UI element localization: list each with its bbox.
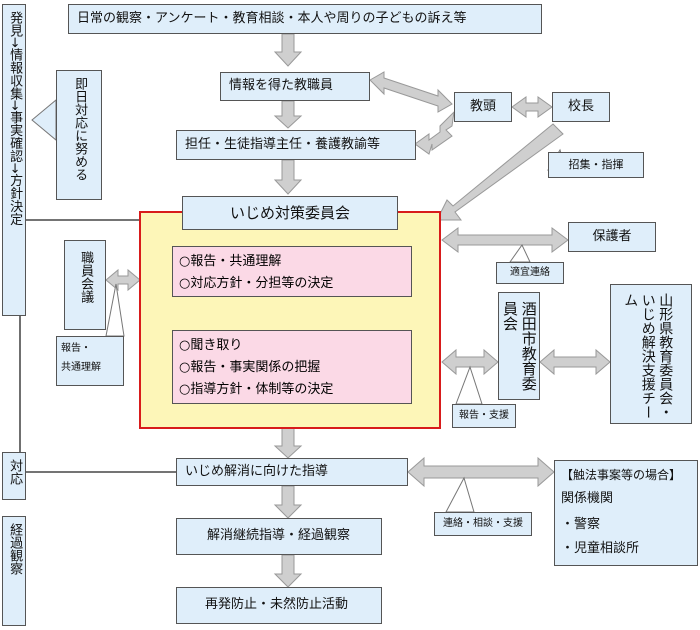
pointer-sakata-note xyxy=(455,365,483,405)
arrow-sakata-yamagata xyxy=(539,348,611,376)
down-arrow-1 xyxy=(273,33,303,67)
staff-meeting: 職員会議 xyxy=(64,240,106,330)
down-arrow-5 xyxy=(273,427,303,459)
arrow-principal-committee xyxy=(436,123,564,221)
agency-child-guidance: ・児童相談所 xyxy=(561,541,640,556)
phase-response: 対応 xyxy=(2,452,26,500)
sakata-board: 酒田市教育委員会 xyxy=(498,292,540,400)
committee-item: ○報告・事実関係の把握 xyxy=(179,360,321,375)
pointer-callout xyxy=(31,98,57,142)
step-informed-staff: 情報を得た教職員 xyxy=(220,72,370,101)
arrow-homeroom-vice xyxy=(414,110,455,155)
guardian-note: 適宜連絡 xyxy=(496,262,564,284)
pointer-staff-note xyxy=(105,283,125,337)
committee-item: ○指導方針・体制等の決定 xyxy=(179,382,334,397)
committee-item: ○聞き取り xyxy=(179,338,243,353)
vice-principal: 教頭 xyxy=(454,92,512,122)
step-prevention: 再発防止・未然防止活動 xyxy=(176,587,382,624)
same-day-callout: 即日対応に努める xyxy=(56,70,102,200)
step-homeroom: 担任・生徒指導主任・養護教諭等 xyxy=(176,130,416,160)
down-arrow-6 xyxy=(273,485,303,519)
committee-item: ○対応方針・分担等の決定 xyxy=(179,276,334,291)
convene-note: 招集・指揮 xyxy=(548,152,644,178)
staff-meeting-note: 報告・ 共通理解 xyxy=(56,336,124,386)
phase-discovery: 発見→情報収集→事実確認→方針決定 xyxy=(2,4,26,316)
down-arrow-2 xyxy=(273,100,303,129)
arrow-vice-principal xyxy=(511,96,553,118)
criminal-case-header: 【触法事案等の場合】 xyxy=(561,468,682,482)
pointer-guardian-note xyxy=(509,244,531,263)
agency-police: ・警察 xyxy=(561,517,601,532)
yamagata-team: 山形県教育委員会・いじめ解決支援チーム xyxy=(610,284,692,424)
committee-title: いじめ対策委員会 xyxy=(182,196,398,230)
arrow-staff-vice xyxy=(369,71,453,113)
phase-observation: 経過観察 xyxy=(2,516,26,626)
agencies-title: 関係機関 xyxy=(561,491,614,506)
pointer-liaison-note xyxy=(445,476,475,513)
principal: 校長 xyxy=(552,92,610,122)
feedback-line xyxy=(19,214,178,473)
step-continued-guidance: 解消継続指導・経過観察 xyxy=(176,518,382,555)
staff-meeting-note-line2: 共通理解 xyxy=(61,361,101,373)
sakata-note: 報告・支援 xyxy=(452,404,516,428)
staff-meeting-note-line1: 報告・ xyxy=(61,343,91,354)
arrow-committee-guardian xyxy=(441,227,569,253)
step-guidance: いじめ解消に向けた指導 xyxy=(176,458,408,486)
down-arrow-3 xyxy=(273,159,303,195)
committee-group-1: ○報告・共通理解 ○対応方針・分担等の決定 xyxy=(172,246,412,297)
committee-group-2: ○聞き取り ○報告・事実関係の把握 ○指導方針・体制等の決定 xyxy=(172,330,412,404)
committee-item: ○報告・共通理解 xyxy=(179,254,282,269)
liaison-note: 連絡・相談・支援 xyxy=(434,512,532,536)
down-arrow-7 xyxy=(273,554,303,588)
guardian: 保護者 xyxy=(568,222,656,252)
arrow-staff-meeting xyxy=(105,268,141,292)
step-observation: 日常の観察・アンケート・教育相談・本人や周りの子どもの訴え等 xyxy=(68,4,542,34)
related-agencies: 【触法事案等の場合】 関係機関 ・警察 ・児童相談所 xyxy=(554,460,698,566)
arrow-guidance-agencies xyxy=(407,456,555,488)
